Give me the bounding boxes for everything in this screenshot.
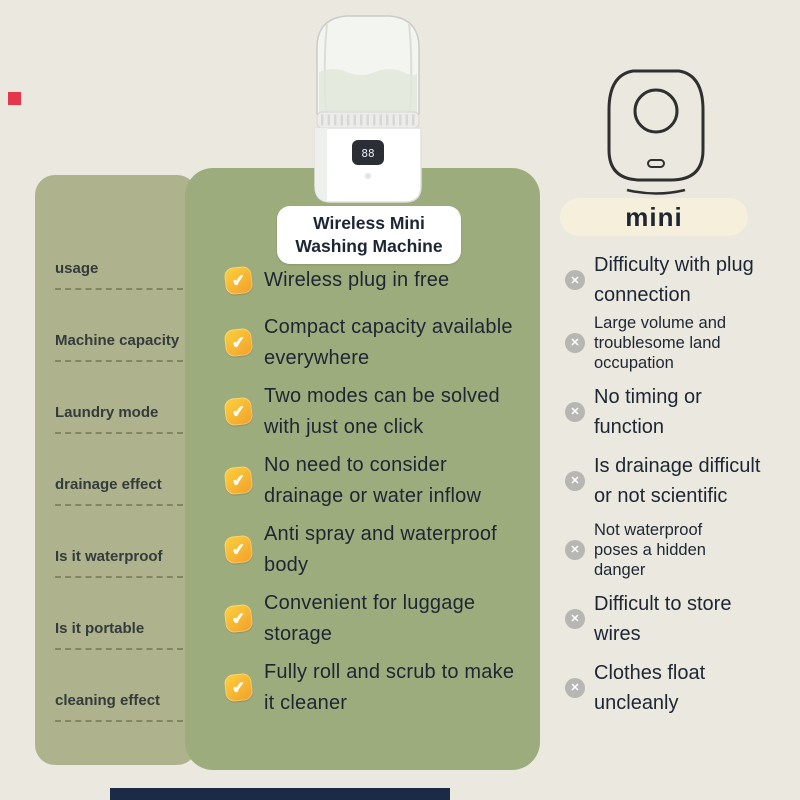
- attribute-row: Is it waterproof: [55, 527, 183, 599]
- drawback-row: ✕ Is drainage difficult or not scientifi…: [552, 446, 780, 515]
- drawback-row: ✕ No timing or function: [552, 377, 780, 446]
- check-icon: ✔: [223, 396, 254, 427]
- feature-text: Wireless plug in free: [264, 268, 450, 291]
- attribute-row: Laundry mode: [55, 383, 183, 455]
- feature-list: ✔ Wireless plug in free ✔ Compact capaci…: [185, 252, 540, 722]
- drawback-row: ✕ Not waterproof poses a hidden danger: [552, 515, 780, 584]
- cross-icon: ✕: [565, 270, 585, 290]
- product-badge: Wireless Mini Washing Machine: [277, 206, 461, 264]
- drawback-row: ✕ Clothes float uncleanly: [552, 653, 780, 722]
- drawback-text: Difficult to store wires: [594, 592, 732, 645]
- washing-machine-photo-svg: 88: [314, 15, 422, 203]
- competitor-badge-label: mini: [625, 201, 683, 232]
- drawback-list: ✕ Difficulty with plug connection ✕ Larg…: [552, 252, 780, 722]
- drawback-row: ✕ Large volume and troublesome land occu…: [552, 308, 780, 377]
- feature-text: Compact capacity available everywhere: [264, 315, 513, 369]
- feature-row: ✔ Fully roll and scrub to make it cleane…: [185, 653, 540, 722]
- attribute-row: drainage effect: [55, 455, 183, 527]
- feature-row: ✔ No need to consider drainage or water …: [185, 446, 540, 515]
- washer-vent-slot: [647, 159, 665, 168]
- product-badge-line2: Washing Machine: [295, 235, 443, 256]
- attribute-label-drainage: drainage effect: [55, 476, 183, 506]
- check-icon: ✔: [223, 327, 254, 358]
- washer-body-outline: [607, 69, 705, 182]
- drawback-row: ✕ Difficult to store wires: [552, 584, 780, 653]
- body-shading: [315, 128, 331, 202]
- attribute-label-laundry-mode: Laundry mode: [55, 404, 183, 434]
- feature-text: Two modes can be solved with just one cl…: [264, 384, 500, 438]
- cross-icon: ✕: [565, 677, 585, 698]
- feature-text: Anti spray and waterproof body: [264, 522, 497, 576]
- feature-text: Fully roll and scrub to make it cleaner: [264, 660, 515, 714]
- attribute-row: Is it portable: [55, 599, 183, 671]
- feature-row: ✔ Two modes can be solved with just one …: [185, 377, 540, 446]
- product-column: Wireless Mini Washing Machine ✔ Wireless…: [185, 168, 540, 770]
- attribute-label-portable: Is it portable: [55, 620, 183, 650]
- drawback-text: Not waterproof poses a hidden danger: [594, 520, 706, 579]
- feature-text: Convenient for luggage storage: [264, 591, 476, 645]
- drawback-text: Difficulty with plug connection: [594, 254, 754, 306]
- cross-icon: ✕: [565, 608, 585, 629]
- drawback-text: Clothes float uncleanly: [594, 661, 706, 714]
- attribute-label-usage: usage: [55, 260, 183, 290]
- cross-icon: ✕: [565, 401, 585, 422]
- power-button: [365, 173, 371, 179]
- washer-door-circle: [633, 88, 679, 134]
- cross-icon: ✕: [565, 539, 585, 560]
- check-icon: ✔: [223, 603, 254, 634]
- mini-washer-outline-svg: [607, 69, 705, 195]
- feature-row: ✔ Anti spray and waterproof body: [185, 515, 540, 584]
- mini-washer-outline-icon: [597, 66, 715, 198]
- attribute-label-capacity: Machine capacity: [55, 332, 183, 362]
- attribute-label-waterproof: Is it waterproof: [55, 548, 183, 578]
- feature-text: No need to consider drainage or water in…: [264, 453, 482, 507]
- drawback-text: No timing or function: [594, 385, 702, 438]
- check-icon: ✔: [223, 265, 254, 295]
- attribute-labels-panel: usage Machine capacity Laundry mode drai…: [35, 175, 197, 765]
- water-line: [319, 69, 417, 112]
- check-icon: ✔: [223, 534, 254, 565]
- attribute-row: Machine capacity: [55, 311, 183, 383]
- navy-accent-bar: [110, 788, 450, 800]
- check-icon: ✔: [223, 465, 254, 496]
- feature-row: ✔ Wireless plug in free: [185, 252, 540, 308]
- cross-icon: ✕: [565, 332, 585, 353]
- red-accent-square: [8, 92, 21, 105]
- drawback-row: ✕ Difficulty with plug connection: [552, 252, 780, 308]
- digital-display: [352, 140, 384, 165]
- attribute-row: cleaning effect: [55, 671, 183, 743]
- competitor-badge: mini: [560, 198, 748, 236]
- drawback-text: Is drainage difficult or not scientific: [594, 454, 761, 507]
- display-readout: 88: [361, 147, 374, 160]
- feature-row: ✔ Compact capacity available everywhere: [185, 308, 540, 377]
- drawback-text: Large volume and troublesome land occupa…: [594, 313, 727, 372]
- attribute-row: usage: [55, 239, 183, 311]
- washer-base-line: [626, 188, 686, 195]
- product-photo: 88: [293, 6, 443, 206]
- attribute-label-cleaning: cleaning effect: [55, 692, 183, 722]
- competitor-column: mini ✕ Difficulty with plug connection ✕…: [552, 198, 780, 722]
- cross-icon: ✕: [565, 470, 585, 491]
- feature-row: ✔ Convenient for luggage storage: [185, 584, 540, 653]
- check-icon: ✔: [223, 672, 254, 703]
- product-badge-line1: Wireless Mini: [313, 213, 425, 233]
